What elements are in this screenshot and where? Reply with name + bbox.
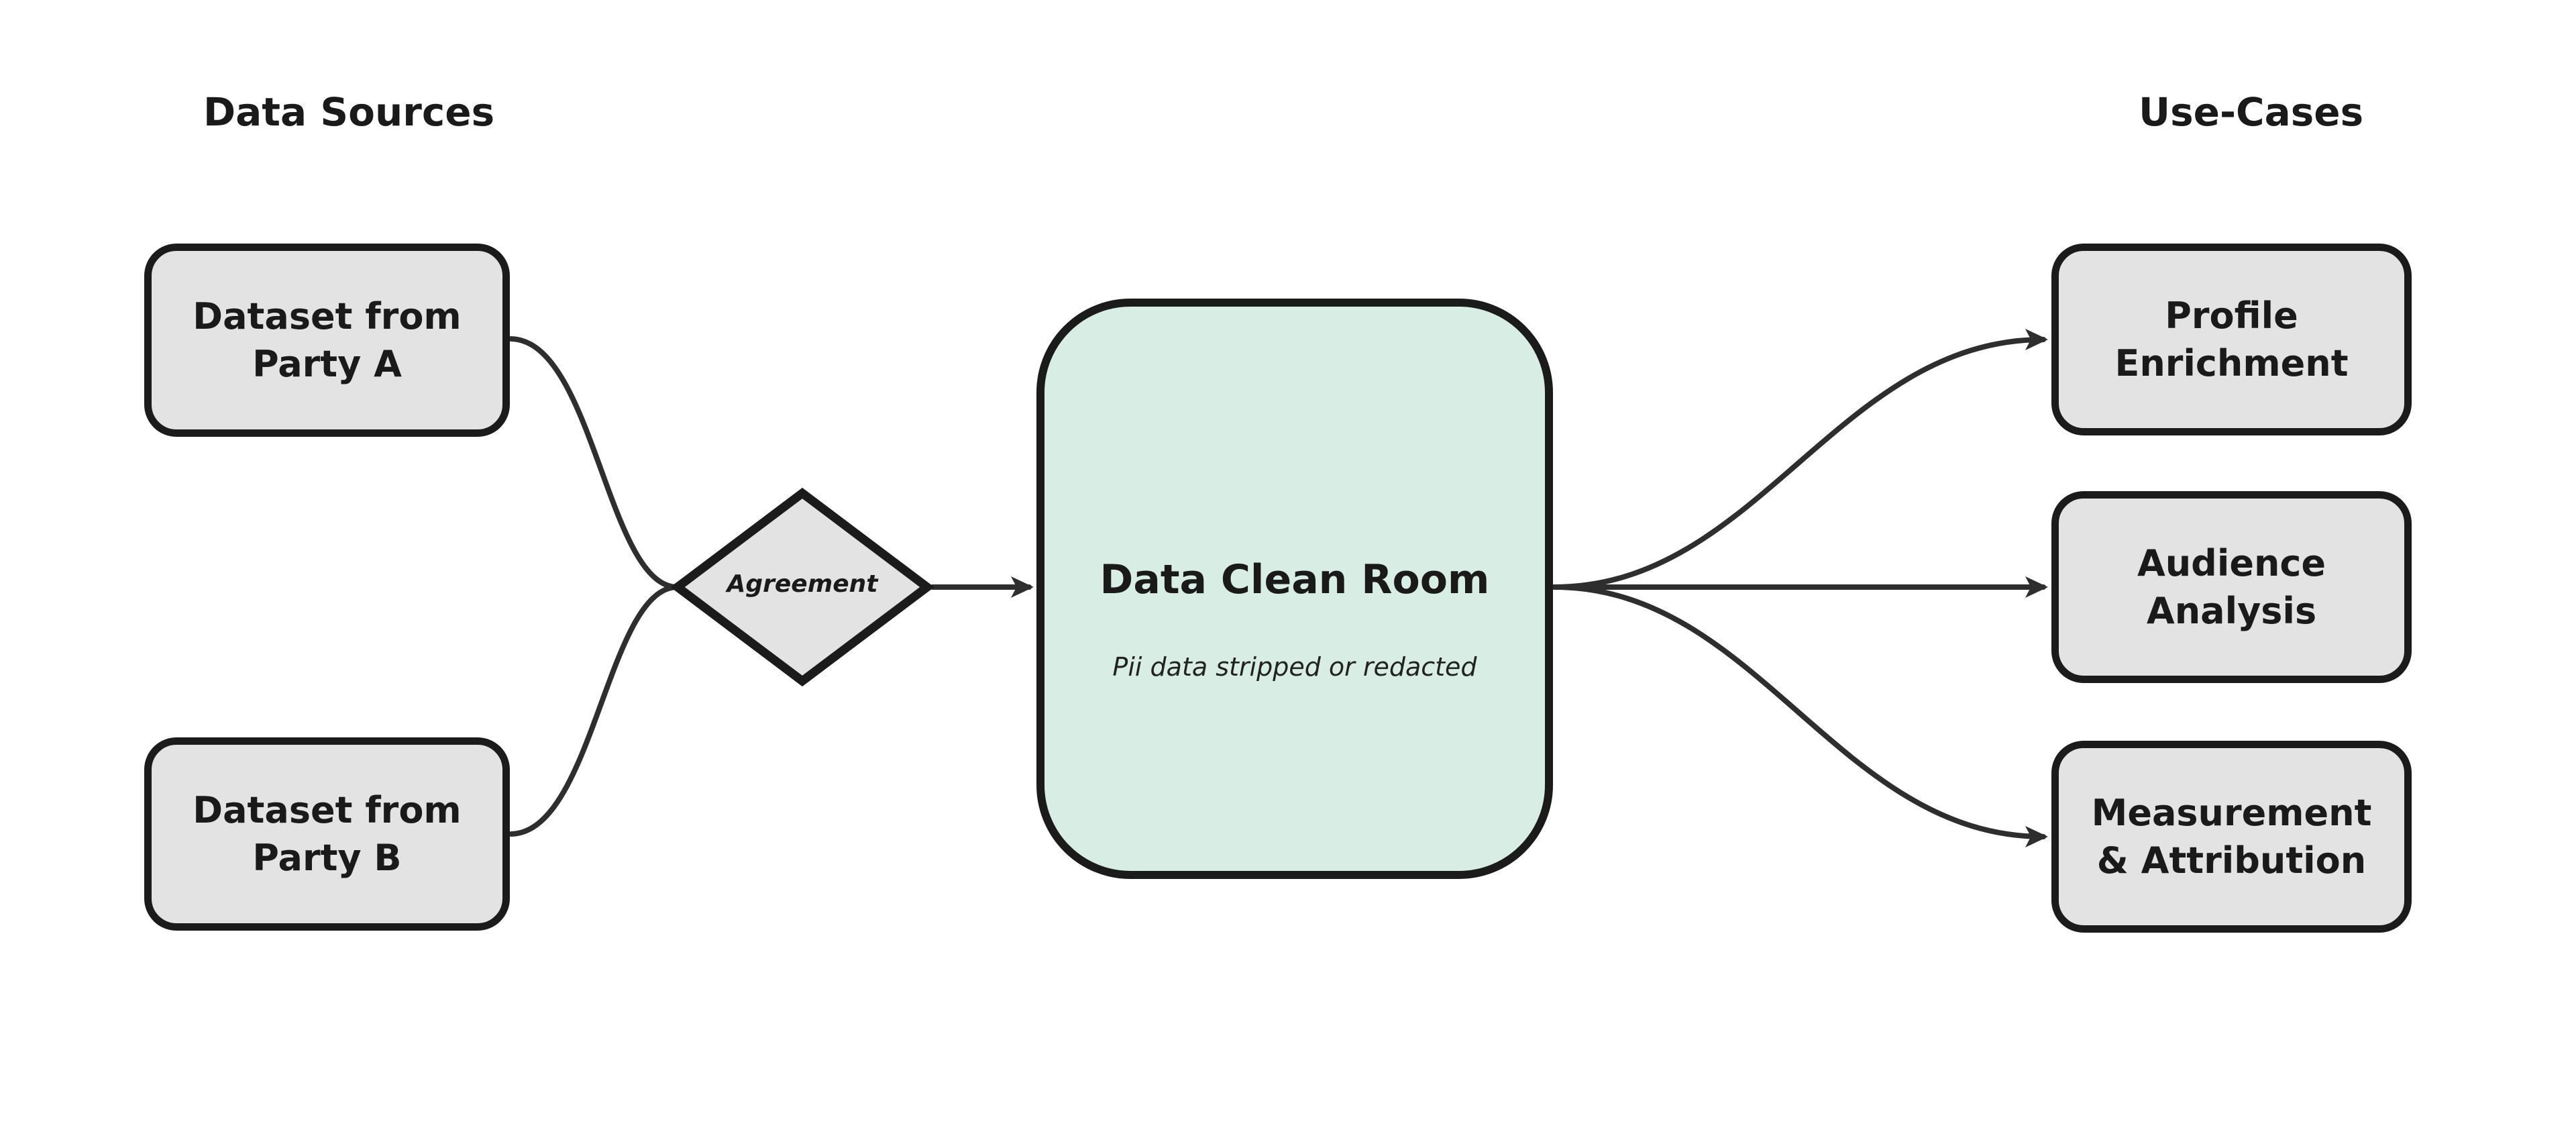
node-audience-analysis: Audience Analysis	[2051, 491, 2412, 683]
node-data-clean-room: Data Clean Room Pii data stripped or red…	[1036, 299, 1553, 879]
node-label-line: Measurement	[2091, 791, 2372, 834]
node-profile-enrichment: Profile Enrichment	[2051, 244, 2412, 435]
node-label-line: Party B	[252, 837, 402, 879]
node-label-line: Profile	[2165, 294, 2298, 337]
data-sources-heading: Data Sources	[203, 89, 495, 135]
node-label-line: Dataset from	[193, 788, 462, 831]
connector-party-b-to-agreement	[508, 584, 680, 837]
node-label-line: Enrichment	[2114, 342, 2349, 384]
node-label-line: Dataset from	[193, 295, 462, 337]
node-dataset-party-b: Dataset from Party B	[144, 737, 510, 931]
node-dataset-party-a: Dataset from Party A	[144, 244, 510, 437]
connector-party-a-to-agreement	[508, 336, 680, 590]
connector-cleanroom-to-measurement	[1552, 584, 2048, 847]
connector-cleanroom-to-profile	[1552, 329, 2048, 590]
use-cases-heading: Use-Cases	[2139, 89, 2364, 135]
node-label-line: Audience	[2137, 541, 2326, 584]
agreement-diamond-label: Agreement	[727, 570, 878, 598]
node-label-line: Analysis	[2146, 590, 2317, 632]
clean-room-subtitle: Pii data stripped or redacted	[1112, 652, 1477, 682]
node-measurement-attribution: Measurement & Attribution	[2051, 741, 2412, 933]
agreement-diamond-shape	[670, 487, 934, 687]
node-label-line: Party A	[252, 343, 402, 385]
node-label-line: & Attribution	[2096, 839, 2367, 882]
clean-room-title: Data Clean Room	[1099, 556, 1490, 603]
